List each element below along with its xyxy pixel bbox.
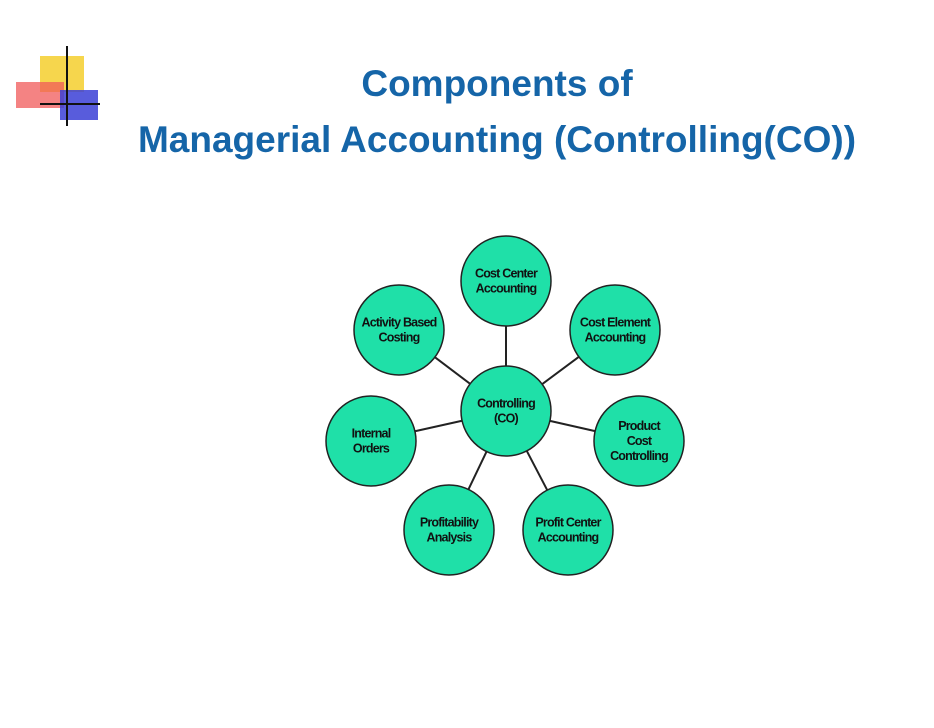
profitability-analysis-label-line: Profitability bbox=[420, 516, 479, 530]
internal-orders-label-line: Internal bbox=[352, 427, 391, 441]
profitability-analysis-circle bbox=[403, 484, 495, 576]
cost-center-accounting-circle bbox=[460, 235, 552, 327]
internal-orders-circle bbox=[325, 395, 417, 487]
controlling-center-circle bbox=[460, 365, 552, 457]
internal-orders-label-line: Orders bbox=[353, 442, 390, 456]
product-cost-controlling-circle bbox=[593, 395, 685, 487]
cost-element-accounting-label-line: Cost Element bbox=[580, 316, 652, 330]
profit-center-accounting-label-line: Accounting bbox=[538, 531, 599, 545]
cost-element-accounting-label-line: Accounting bbox=[585, 331, 646, 345]
controlling-center-label-line: Controlling bbox=[477, 397, 535, 411]
connector-activity-based-costing bbox=[434, 356, 471, 385]
cost-center-accounting-label-line: Accounting bbox=[476, 282, 537, 296]
profit-center-accounting-circle bbox=[522, 484, 614, 576]
profitability-analysis-label-line: Analysis bbox=[426, 531, 472, 545]
connectors bbox=[414, 326, 596, 491]
slide-title: Components of Managerial Accounting (Con… bbox=[60, 56, 934, 168]
cost-element-accounting-circle bbox=[569, 284, 661, 376]
product-cost-controlling-label-line: Cost bbox=[627, 434, 653, 448]
connector-profitability-analysis bbox=[467, 451, 488, 490]
title-line-1: Components of bbox=[361, 63, 633, 104]
activity-based-costing-circle bbox=[353, 284, 445, 376]
activity-based-costing-label-line: Activity Based bbox=[362, 316, 437, 330]
connector-cost-element-accounting bbox=[541, 356, 580, 385]
profit-center-accounting-label-line: Profit Center bbox=[535, 516, 601, 530]
slide-logo-decoration bbox=[16, 46, 100, 126]
controlling-center-label-line: (CO) bbox=[494, 412, 519, 426]
node-controlling-center: Controlling(CO) bbox=[460, 365, 552, 457]
product-cost-controlling-label-line: Product bbox=[618, 419, 661, 433]
cost-center-accounting-label-line: Cost Center bbox=[475, 267, 538, 281]
product-cost-controlling-label-line: Controlling bbox=[610, 449, 668, 463]
title-line-2: Managerial Accounting (Controlling(CO)) bbox=[137, 119, 857, 160]
connector-profit-center-accounting bbox=[525, 450, 549, 491]
connector-product-cost-controlling bbox=[549, 419, 596, 433]
activity-based-costing-label-line: Costing bbox=[379, 331, 420, 345]
connector-internal-orders bbox=[414, 419, 463, 433]
